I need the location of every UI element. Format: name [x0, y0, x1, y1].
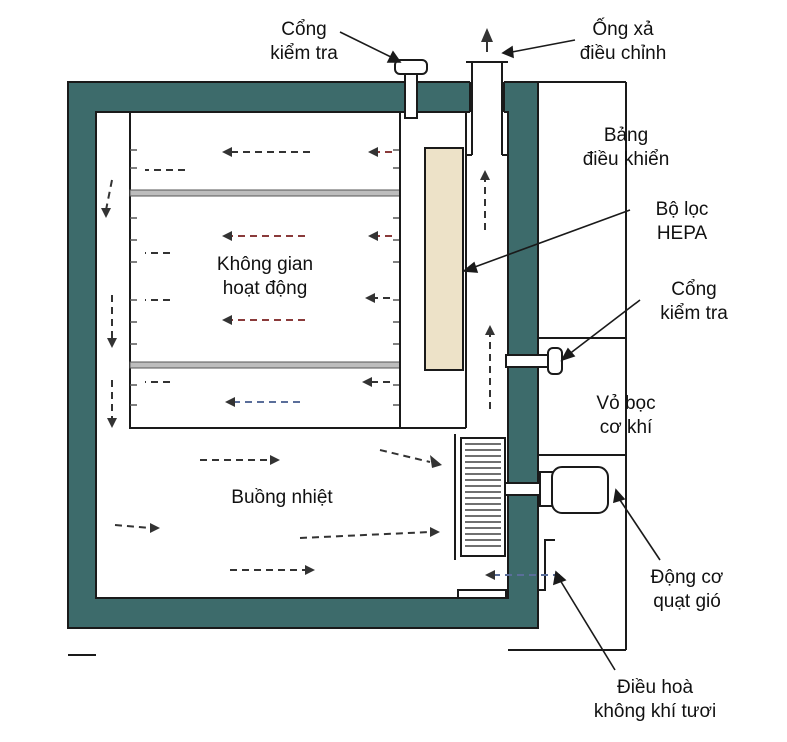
fan-motor	[504, 466, 609, 514]
label-hepa-text: Bộ lọc HEPA	[655, 199, 709, 244]
label-exhaust-text: Ống xả điều chỉnh	[579, 19, 667, 64]
label-inspection-port-side: Cổng kiểm tra	[646, 278, 742, 326]
label-fresh-air-text: Điều hoà không khí tươi	[593, 677, 717, 722]
label-work-space-text: Không gian hoạt động	[216, 254, 314, 299]
label-hepa: Bộ lọc HEPA	[632, 198, 732, 246]
fresh-air-damper	[457, 539, 555, 599]
label-plenum: Buồng nhiệt	[212, 486, 352, 510]
inspection-port-side	[505, 347, 563, 375]
label-fan-motor-text: Động cơ quạt gió	[650, 567, 724, 612]
perforated-wall-right	[393, 149, 400, 406]
label-fan-motor: Động cơ quạt gió	[632, 566, 742, 614]
shelf-top	[129, 189, 401, 197]
label-control-panel: Bảng điều khiển	[566, 124, 686, 172]
hepa-filter	[424, 147, 464, 371]
label-plenum-text: Buồng nhiệt	[231, 487, 333, 508]
label-inspection-port-top-text: Cổng kiểm tra	[270, 19, 338, 64]
control-panel-casing	[508, 81, 627, 651]
label-work-space: Không gian hoạt động	[190, 253, 340, 301]
label-inspection-port-side-text: Cổng kiểm tra	[660, 279, 728, 324]
label-fresh-air: Điều hoà không khí tươi	[570, 676, 740, 724]
airflow-arrows	[105, 151, 560, 576]
label-casing-text: Vỏ bọc cơ khí	[596, 393, 656, 438]
airflow-arrowheads	[101, 147, 495, 580]
perforated-wall-left	[130, 149, 137, 406]
fan-blower	[454, 434, 506, 560]
label-inspection-port-top: Cổng kiểm tra	[256, 18, 352, 66]
exhaust-duct	[466, 61, 509, 598]
shelf-bottom	[129, 361, 401, 369]
inspection-port-top	[394, 59, 428, 119]
label-control-panel-text: Bảng điều khiển	[582, 125, 670, 170]
leader-lines	[339, 31, 661, 671]
label-casing: Vỏ bọc cơ khí	[576, 392, 676, 440]
work-chamber	[129, 111, 401, 429]
label-exhaust: Ống xả điều chỉnh	[566, 18, 680, 66]
exhaust-arrow	[481, 28, 493, 52]
